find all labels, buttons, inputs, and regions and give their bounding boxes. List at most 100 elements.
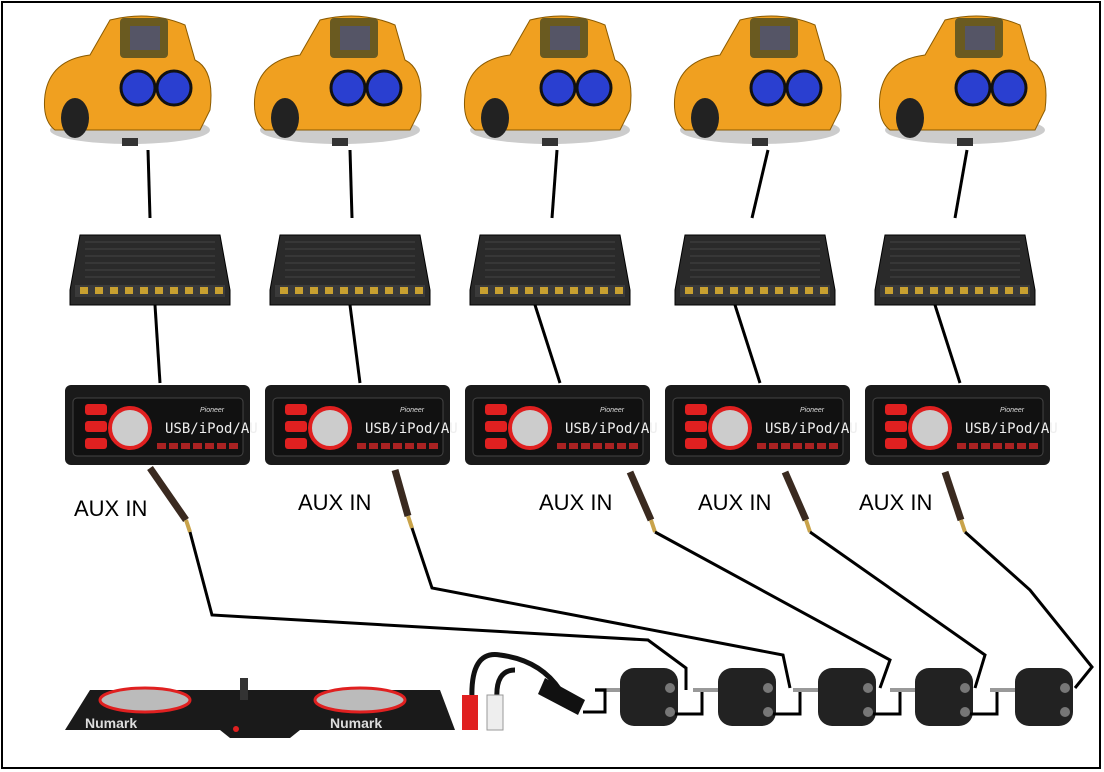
aux-cable-4 (809, 530, 987, 689)
terminal (400, 287, 408, 294)
splitter-link-3 (873, 688, 902, 716)
terminal (200, 287, 208, 294)
preset-button (605, 443, 614, 449)
terminal (95, 287, 103, 294)
rca-white-plug (486, 694, 504, 731)
terminal (760, 287, 768, 294)
splitter-socket (960, 683, 970, 693)
amplifier-5 (874, 234, 1036, 306)
splitter-socket (960, 707, 970, 717)
splitter-socket (1060, 683, 1070, 693)
head-unit-button (485, 404, 507, 415)
preset-button (557, 443, 566, 449)
terminal (110, 287, 118, 294)
preset-button (229, 443, 238, 449)
terminal (310, 287, 318, 294)
amplifier-3 (469, 234, 631, 306)
preset-button (781, 443, 790, 449)
aux-cable-end-4 (781, 470, 810, 522)
trunk-screen (760, 26, 790, 50)
amp-headunit-wire-1 (153, 304, 162, 384)
terminal (215, 287, 223, 294)
trunk-screen (965, 26, 995, 50)
preset-button (829, 443, 838, 449)
splitter-link-1 (675, 688, 704, 716)
car-wheel (896, 98, 924, 138)
preset-button (169, 443, 178, 449)
crossfader (240, 678, 248, 700)
head-unit-button (885, 404, 907, 415)
controller-brand-right: Numark (330, 715, 382, 731)
preset-button (429, 443, 438, 449)
terminal (715, 287, 723, 294)
preset-button (817, 443, 826, 449)
preset-button (593, 443, 602, 449)
terminal (990, 287, 998, 294)
aux-cable-end-1 (147, 466, 189, 522)
terminal (570, 287, 578, 294)
terminal (170, 287, 178, 294)
terminal (370, 287, 378, 294)
rca-to-splitter-wire (583, 688, 607, 714)
preset-button (205, 443, 214, 449)
car-amp-wire-3 (550, 149, 559, 219)
terminal (945, 287, 953, 294)
aux-in-label-1: AUX IN (74, 496, 148, 521)
terminal (885, 287, 893, 294)
head-unit-button (485, 438, 507, 449)
subwoofer (539, 69, 577, 107)
splitter-socket (863, 683, 873, 693)
head-unit-display: USB/iPod/AU (365, 421, 458, 437)
preset-button (381, 443, 390, 449)
aux-in-label-3: AUX IN (539, 490, 613, 515)
volume-knob (308, 406, 352, 450)
terminal (805, 287, 813, 294)
terminal (80, 287, 88, 294)
mini-jack-socket (538, 678, 585, 715)
head-unit-brand: Pioneer (600, 407, 625, 414)
exhaust (122, 138, 138, 146)
terminal (900, 287, 908, 294)
preset-button (993, 443, 1002, 449)
splitter-4 (890, 668, 973, 726)
terminal (585, 287, 593, 294)
terminal (1005, 287, 1013, 294)
jog-wheel-left (98, 686, 192, 714)
aux-cable-end-3 (626, 470, 655, 522)
preset-button (629, 443, 638, 449)
preset-button (1005, 443, 1014, 449)
car-2 (254, 15, 422, 146)
splitter-3 (793, 668, 876, 726)
car-wheel (61, 98, 89, 138)
car-1 (44, 15, 212, 146)
head-unit-button (685, 404, 707, 415)
aux-cable-5 (964, 530, 1094, 689)
terminal (155, 287, 163, 294)
preset-button (569, 443, 578, 449)
terminal (700, 287, 708, 294)
trunk-screen (340, 26, 370, 50)
terminal (185, 287, 193, 294)
trunk-screen (130, 26, 160, 50)
head-unit-button (85, 404, 107, 415)
terminal (510, 287, 518, 294)
subwoofer (785, 69, 823, 107)
aux-cable-end-2 (391, 469, 412, 517)
car-amp-wire-1 (146, 149, 152, 219)
head-unit-display: USB/iPod/AU (165, 421, 258, 437)
splitter-1 (595, 668, 678, 726)
splitter-body (1015, 668, 1073, 726)
terminal (915, 287, 923, 294)
head-unit-button (885, 421, 907, 432)
preset-button (217, 443, 226, 449)
terminal (615, 287, 623, 294)
preset-button (981, 443, 990, 449)
